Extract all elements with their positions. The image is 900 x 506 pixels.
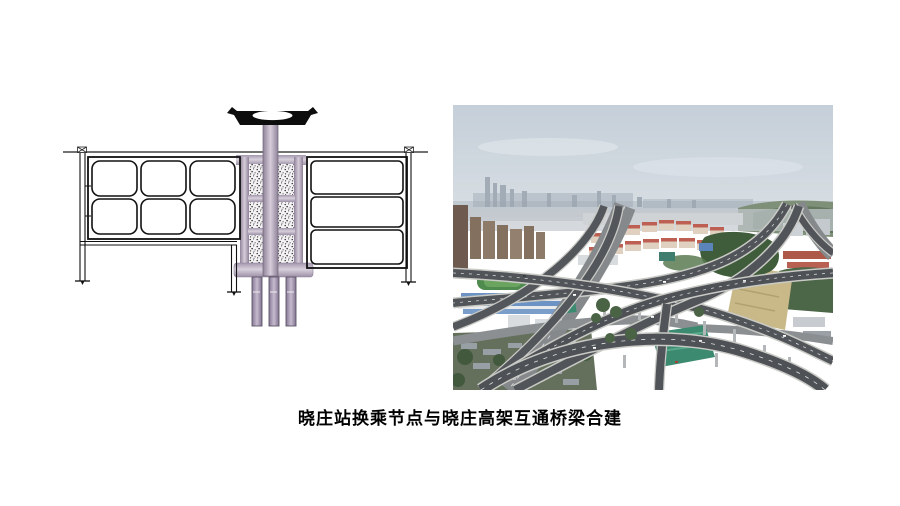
interchange-trees <box>591 298 704 343</box>
city-skyline <box>473 177 753 208</box>
figure-caption: 晓庄站换乘节点与晓庄高架互通桥梁合建 <box>298 409 622 428</box>
cross-section-diagram-svg <box>63 107 428 327</box>
left-diaphragm-wall <box>75 153 90 285</box>
box-girder <box>227 107 318 125</box>
left-box-support-wall <box>227 245 241 296</box>
cross-section-diagram <box>60 98 430 336</box>
right-diaphragm-wall <box>401 153 416 286</box>
interchange-photo-svg <box>453 105 833 390</box>
bridge-pier-column <box>262 121 279 277</box>
vehicles <box>523 275 786 363</box>
interchange-photo <box>453 105 833 390</box>
sky <box>453 105 833 217</box>
left-apartment-towers <box>453 205 545 269</box>
bridge-piles <box>251 276 297 327</box>
ground-line <box>63 146 428 153</box>
left-station-box <box>80 156 241 246</box>
viaduct-ramps <box>453 201 833 390</box>
right-station-box <box>306 156 408 269</box>
